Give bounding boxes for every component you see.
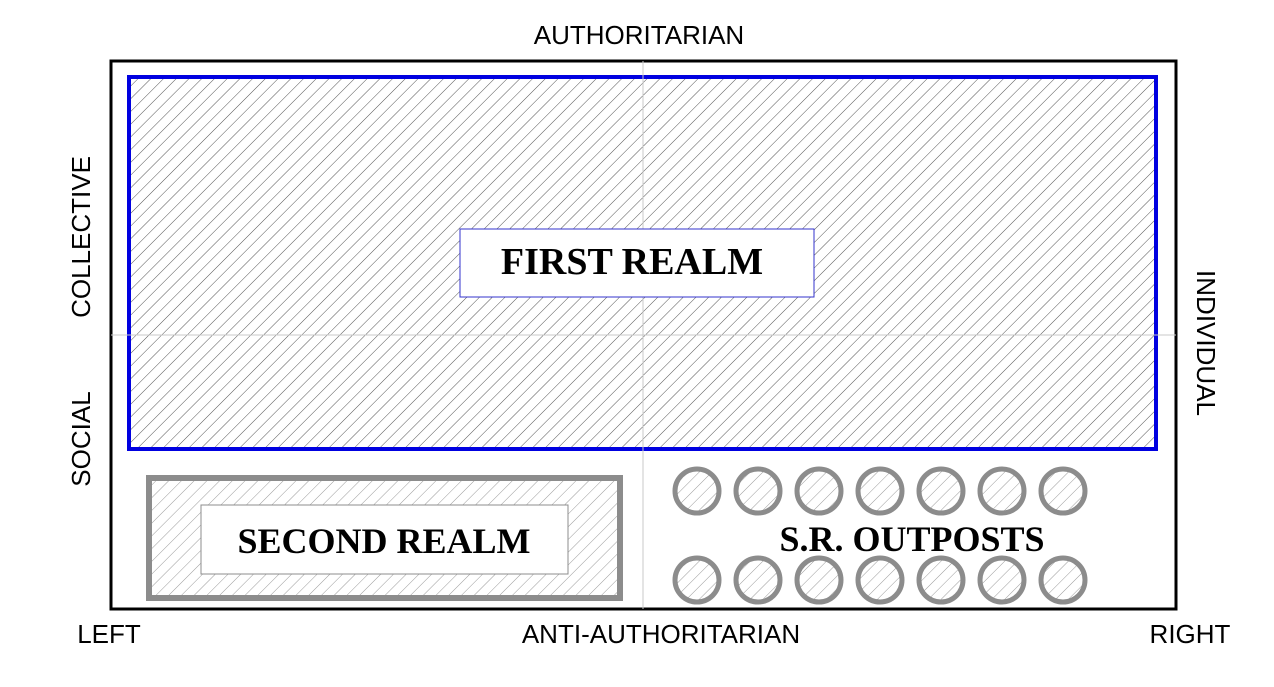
first-realm-label: FIRST REALM: [501, 241, 763, 283]
axis-label-right: RIGHT: [1150, 619, 1231, 649]
second-realm-label: SECOND REALM: [237, 521, 530, 561]
outpost-circle: [855, 555, 905, 605]
outpost-circle: [672, 466, 722, 516]
axis-label-bottom: ANTI-AUTHORITARIAN: [522, 619, 800, 649]
outpost-circle: [977, 466, 1027, 516]
outpost-circle: [916, 555, 966, 605]
outposts-group: [672, 466, 1088, 605]
outpost-circle: [977, 555, 1027, 605]
axis-label-individual: INDIVIDUAL: [1191, 270, 1221, 416]
first-realm-label-box: [459, 228, 815, 298]
axis-label-top: AUTHORITARIAN: [534, 20, 744, 50]
outpost-circle: [794, 555, 844, 605]
outpost-circle: [1038, 555, 1088, 605]
outposts-label: S.R. OUTPOSTS: [779, 519, 1044, 559]
axis-label-social: SOCIAL: [66, 391, 96, 486]
axis-label-left: LEFT: [77, 619, 141, 649]
outpost-circle: [733, 555, 783, 605]
outpost-circle: [794, 466, 844, 516]
outpost-circle: [1038, 466, 1088, 516]
outpost-circle: [672, 555, 722, 605]
outpost-circle: [855, 466, 905, 516]
outpost-circle: [733, 466, 783, 516]
axis-label-collective: COLLECTIVE: [66, 156, 96, 318]
outpost-circle: [916, 466, 966, 516]
second-realm-label-box: [200, 504, 569, 575]
